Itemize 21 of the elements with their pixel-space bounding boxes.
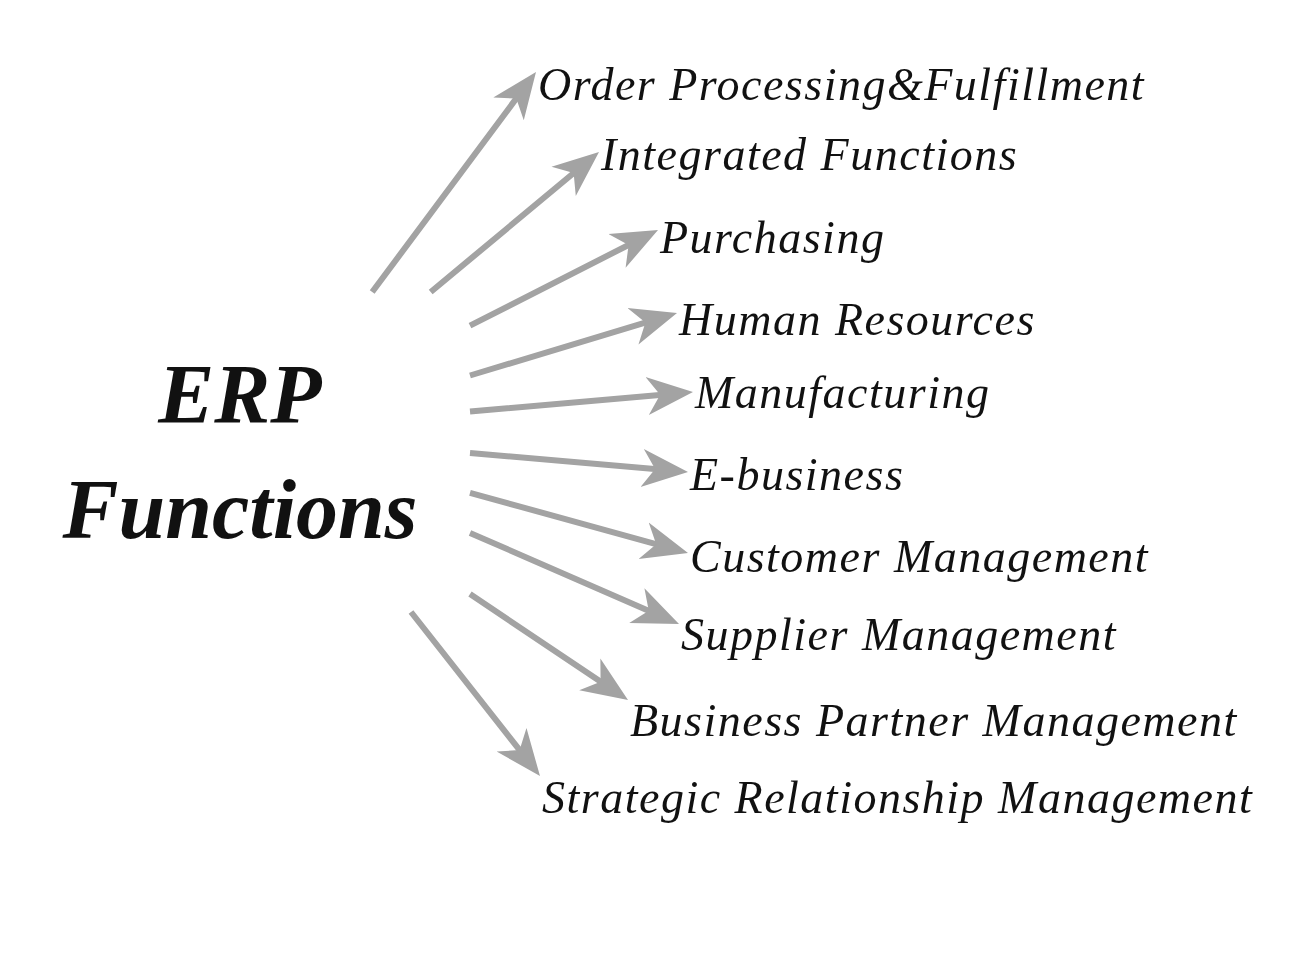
arrow — [428, 149, 601, 295]
arrow — [469, 489, 689, 560]
function-label: E-business — [688, 449, 905, 501]
function-label: Strategic Relationship Management — [540, 772, 1254, 824]
function-label: Order Processing&Fulfillment — [536, 59, 1146, 111]
function-label: Manufacturing — [693, 367, 991, 419]
function-label: Business Partner Management — [628, 695, 1238, 747]
arrow — [468, 227, 660, 329]
arrow — [468, 530, 681, 627]
arrow — [469, 308, 678, 379]
function-label: Supplier Management — [679, 609, 1118, 661]
function-label: Purchasing — [658, 212, 886, 264]
function-label: Customer Management — [688, 531, 1150, 583]
topic-heading: ERP Functions — [30, 292, 470, 612]
arrow — [468, 591, 630, 703]
arrow — [469, 377, 694, 415]
arrow — [408, 610, 543, 778]
function-label: Human Resources — [677, 294, 1036, 346]
function-label: Integrated Functions — [599, 129, 1019, 181]
arrow — [469, 449, 689, 487]
arrow — [369, 70, 539, 294]
